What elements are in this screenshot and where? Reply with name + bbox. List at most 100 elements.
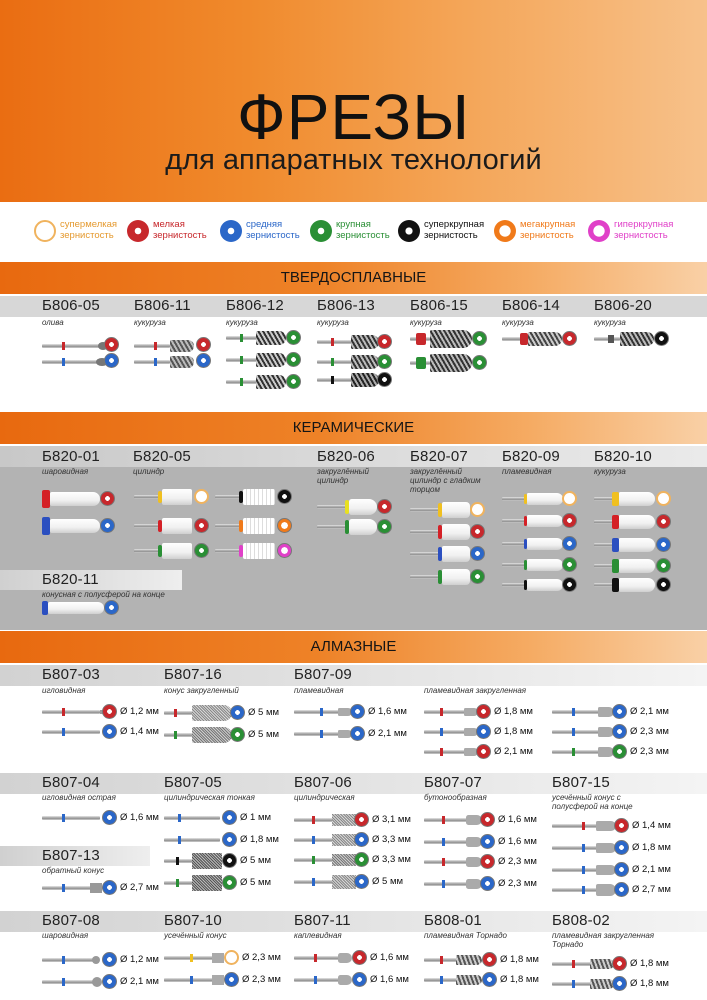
ceramic-bur [134,541,210,561]
product-code: Б807-10 [164,912,222,929]
diameter-label: Ø 5 мм [372,876,404,887]
ceramic-bur [502,490,580,508]
diameter-label: Ø 1,8 мм [632,842,671,853]
legend-item: средняя зернистость [220,215,312,251]
medium-grit-icon [612,976,627,991]
supercoarse-grit-icon [562,577,577,592]
diamond-bur: Ø 1,8 мм [164,832,284,848]
ceramic-bur [502,512,580,530]
fine-grit-icon [562,513,577,528]
carbide-bur [317,354,393,370]
diamond-bur: Ø 2,3 мм [424,876,544,892]
medium-grit-icon [354,832,369,847]
product-code: Б806-11 [134,297,191,314]
ceramic-bur [317,497,395,517]
diamond-bur: Ø 1,2 мм [42,704,172,720]
product-code: Б807-16 [164,666,222,683]
superfine-grit-icon [194,489,209,504]
product-desc: бутонообразная [424,793,487,802]
ceramic-bur [42,489,118,509]
medium-grit-icon [614,862,629,877]
product-code: Б820-05 [133,448,191,465]
coarse-grit-icon [286,374,301,389]
diameter-label: Ø 1,2 мм [120,954,159,965]
ceramic-bur [502,576,580,594]
diamond-bur: Ø 1 мм [164,810,284,826]
diamond-code-strip [0,773,707,794]
carbide-bur [226,330,302,346]
supercoarse-grit-icon [377,372,392,387]
diameter-label: Ø 3,3 мм [372,854,411,865]
coarse-grit-icon [656,558,671,573]
product-code: Б820-11 [42,571,99,588]
supercoarse-grit-icon [398,220,420,242]
diamond-bur: Ø 5 мм [164,704,284,722]
diamond-bur: Ø 1,8 мм [552,956,676,972]
ceramic-bur [215,541,293,561]
legend-item: мелкая зернистость [127,215,219,251]
diameter-label: Ø 2,7 мм [632,884,671,895]
product-code: Б820-01 [42,448,100,465]
diamond-code-strip [0,911,707,932]
medium-grit-icon [482,972,497,987]
legend-label: крупная зернистость [336,219,390,241]
product-desc: игловидная острая [42,793,116,802]
product-code: Б807-05 [164,774,222,791]
product-code: Б807-08 [42,912,100,929]
fine-grit-icon [480,812,495,827]
hypercoarse-grit-icon [588,220,610,242]
section-title: ТВЕРДОСПЛАВНЫЕ [280,269,427,286]
legend-label: мегакрупная зернистость [520,219,576,241]
section-title: АЛМАЗНЫЕ [310,638,397,655]
ceramic-bur [410,500,488,520]
product-desc: кукуруза [410,318,442,327]
product-desc: каплевидная [294,931,342,940]
product-code: Б806-12 [226,297,284,314]
product-desc: закруглённый цилиндр с гладким торцом [410,467,481,494]
legend-item: гиперкрупная зернистость [588,215,688,251]
diameter-label: Ø 5 мм [248,707,280,718]
diameter-label: Ø 1,6 мм [370,974,409,985]
diameter-label: Ø 1,8 мм [630,958,669,969]
product-desc: обратный конус [42,866,105,875]
product-desc: кукуруза [594,467,626,476]
diameter-label: Ø 2,1 мм [494,746,533,757]
product-desc: пламевидная закругленная [424,686,527,695]
megacoarse-grit-icon [494,220,516,242]
diameter-label: Ø 5 мм [240,855,272,866]
page-subtitle: для аппаратных технологий [165,144,542,176]
ceramic-bur [594,557,674,575]
product-code: Б820-06 [317,448,375,465]
medium-grit-icon [350,704,365,719]
product-desc: цилиндрическая [294,793,355,802]
superfine-grit-icon [562,491,577,506]
ceramic-code-strip [0,446,707,467]
coarse-grit-icon [230,727,245,742]
medium-grit-icon [102,724,117,739]
medium-grit-icon [224,972,239,987]
fine-grit-icon [100,491,115,506]
supercoarse-grit-icon [656,577,671,592]
product-code: Б820-09 [502,448,560,465]
coarse-grit-icon [377,354,392,369]
diamond-bur: Ø 5 мм [294,874,414,890]
product-desc: цилиндр [133,467,165,476]
product-code: Б807-09 [294,666,352,683]
diamond-bur: Ø 2,7 мм [42,880,162,896]
medium-grit-icon [230,705,245,720]
fine-grit-icon [377,499,392,514]
product-code: Б806-20 [594,297,652,314]
diamond-bur: Ø 3,3 мм [294,852,414,868]
product-code: Б820-07 [410,448,468,465]
legend-label: гиперкрупная зернистость [614,219,674,241]
diameter-label: Ø 1,2 мм [120,706,159,717]
diamond-bur: Ø 2,3 мм [164,972,284,988]
carbide-bur [42,337,119,353]
product-desc: кукуруза [134,318,166,327]
legend-item: мегакрупная зернистость [494,215,586,251]
diameter-label: Ø 2,1 мм [120,976,159,987]
medium-grit-icon [612,724,627,739]
fine-grit-icon [476,744,491,759]
diameter-label: Ø 1,6 мм [120,812,159,823]
medium-grit-icon [102,974,117,989]
